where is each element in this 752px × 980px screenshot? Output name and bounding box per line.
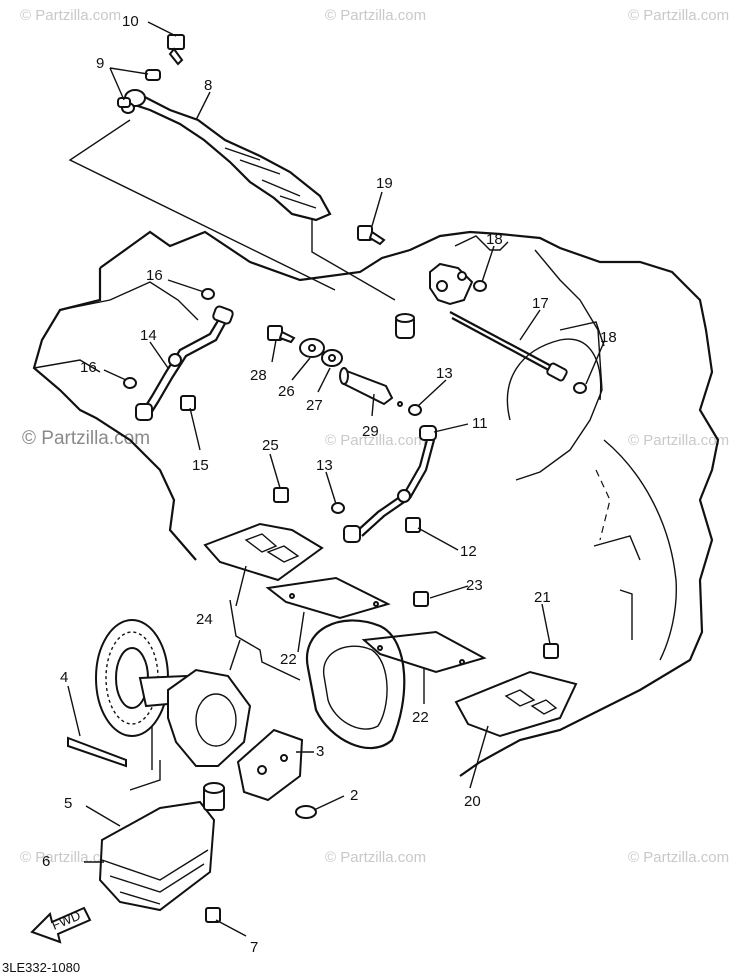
watermark-main: © Partzilla.com (22, 428, 150, 449)
svg-text:© Partzilla.com: © Partzilla.com (325, 849, 426, 866)
watermark-layer: © Partzilla.com © Partzilla.com © Partzi… (20, 7, 729, 866)
baffle-plates (203, 487, 578, 738)
callout-18b: 18 (600, 329, 617, 346)
callout-labels: 10 9 8 19 18 16 17 18 14 16 28 26 27 13 … (2, 13, 617, 975)
callout-7: 7 (250, 939, 258, 956)
callout-4: 4 (60, 669, 68, 686)
svg-text:© Partzilla.com: © Partzilla.com (628, 432, 729, 449)
svg-text:© Partzilla.com: © Partzilla.com (20, 7, 121, 24)
oil-pipe-11 (331, 425, 437, 543)
callout-24: 24 (196, 611, 213, 628)
callout-19: 19 (376, 175, 393, 192)
oil-strainer (98, 782, 225, 923)
svg-text:© Partzilla.com: © Partzilla.com (325, 7, 426, 24)
callout-12: 12 (460, 543, 477, 560)
callout-13a: 13 (436, 365, 453, 382)
pipe-assembly-17 (357, 225, 587, 394)
callout-29: 29 (362, 423, 379, 440)
callout-20: 20 (464, 793, 481, 810)
callout-5: 5 (64, 795, 72, 812)
callout-22a: 22 (280, 651, 297, 668)
callout-27: 27 (306, 397, 323, 414)
callout-9: 9 (96, 55, 104, 72)
callout-17: 17 (532, 295, 549, 312)
callout-16b: 16 (80, 359, 97, 376)
relief-valve-parts (267, 325, 422, 416)
callout-28: 28 (250, 367, 267, 384)
callout-13b: 13 (316, 457, 333, 474)
callout-26: 26 (278, 383, 295, 400)
callout-8: 8 (204, 77, 212, 94)
fwd-arrow-icon: FWD (30, 906, 92, 944)
svg-text:© Partzilla.com: © Partzilla.com (628, 7, 729, 24)
svg-text:© Partzilla.com: © Partzilla.com (325, 432, 426, 449)
callout-10: 10 (122, 13, 139, 30)
callout-25: 25 (262, 437, 279, 454)
callout-3: 3 (316, 743, 324, 760)
crankcase-outline (32, 230, 720, 777)
callout-18a: 18 (486, 231, 503, 248)
callout-21: 21 (534, 589, 551, 606)
callout-2: 2 (350, 787, 358, 804)
callout-23: 23 (466, 577, 483, 594)
oil-pump-assembly (67, 619, 317, 819)
callout-11: 11 (472, 415, 488, 432)
oil-pipe-14 (123, 288, 234, 421)
svg-text:© Partzilla.com: © Partzilla.com (628, 849, 729, 866)
callout-16a: 16 (146, 267, 163, 284)
callout-14: 14 (140, 327, 157, 344)
diagram-code: 3LE332-1080 (2, 960, 80, 975)
union-bolt-10 (167, 34, 185, 66)
gasket-9 (117, 69, 161, 108)
callout-leaders (67, 21, 605, 937)
callout-6: 6 (42, 853, 50, 870)
callout-22b: 22 (412, 709, 429, 726)
callout-15: 15 (192, 457, 209, 474)
flywheel-housing (305, 619, 406, 750)
